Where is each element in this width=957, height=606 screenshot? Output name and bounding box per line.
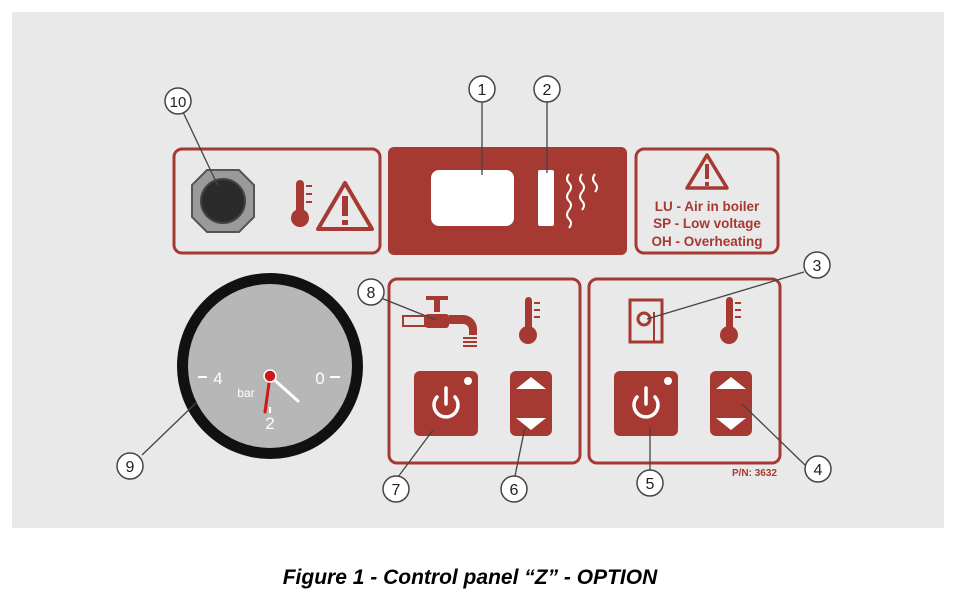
heating-indicator-led xyxy=(538,170,554,226)
gauge-tick-4: 4 xyxy=(213,369,222,388)
digital-display xyxy=(431,170,514,226)
callout-5: 5 xyxy=(636,469,664,497)
thermometer-icon xyxy=(720,297,741,344)
callout-6: 6 xyxy=(500,475,528,503)
pressure-gauge: 4 0 2 bar xyxy=(177,273,363,459)
callout-10: 10 xyxy=(164,87,192,115)
dhw-temperature-up-down-button[interactable] xyxy=(510,371,552,436)
callout-8: 8 xyxy=(357,278,385,306)
error-code-sp: SP - Low voltage xyxy=(653,216,761,231)
error-codes-box: LU - Air in boiler SP - Low voltage OH -… xyxy=(634,147,780,255)
heating-temperature-up-down-button[interactable] xyxy=(710,371,752,436)
display-box xyxy=(388,147,627,255)
svg-text:8: 8 xyxy=(367,285,376,302)
power-icon xyxy=(432,386,460,419)
thermometer-icon xyxy=(291,180,312,227)
power-icon xyxy=(632,386,660,419)
gauge-unit: bar xyxy=(237,386,254,400)
svg-text:1: 1 xyxy=(478,82,487,99)
safety-thermostat-box xyxy=(172,147,382,255)
svg-text:3: 3 xyxy=(813,258,822,275)
error-code-oh: OH - Overheating xyxy=(651,234,762,249)
domestic-hot-water-box xyxy=(387,277,582,465)
heat-waves-icon xyxy=(566,173,598,229)
up-down-arrows-icon xyxy=(516,377,546,430)
callout-3: 3 xyxy=(803,251,831,279)
thermometer-icon xyxy=(519,297,540,344)
up-down-arrows-icon xyxy=(716,377,746,430)
svg-text:7: 7 xyxy=(392,482,401,499)
warning-triangle-icon xyxy=(685,153,729,190)
svg-text:2: 2 xyxy=(543,82,552,99)
svg-text:6: 6 xyxy=(510,482,519,499)
callout-leaders xyxy=(141,102,806,478)
gauge-tick-0: 0 xyxy=(315,369,324,388)
callout-labels: 1 2 3 4 5 6 7 8 xyxy=(116,75,832,503)
central-heating-box: P/N: 3632 xyxy=(587,277,782,479)
callout-1: 1 xyxy=(468,75,496,103)
cable-gland-icon xyxy=(191,169,255,233)
svg-text:4: 4 xyxy=(814,462,823,479)
part-number: P/N: 3632 xyxy=(732,468,777,479)
callout-9: 9 xyxy=(116,452,144,480)
heating-power-button[interactable] xyxy=(614,371,678,436)
callout-2: 2 xyxy=(533,75,561,103)
figure-caption: Figure 1 - Control panel “Z” - OPTION xyxy=(282,566,658,589)
svg-text:5: 5 xyxy=(646,476,655,493)
svg-text:10: 10 xyxy=(170,94,187,111)
gauge-tick-2: 2 xyxy=(265,414,274,433)
callout-4: 4 xyxy=(804,455,832,483)
warning-triangle-icon xyxy=(316,181,374,231)
dhw-power-button[interactable] xyxy=(414,371,478,436)
svg-text:9: 9 xyxy=(126,459,135,476)
error-code-lu: LU - Air in boiler xyxy=(655,199,760,214)
callout-7: 7 xyxy=(382,475,410,503)
